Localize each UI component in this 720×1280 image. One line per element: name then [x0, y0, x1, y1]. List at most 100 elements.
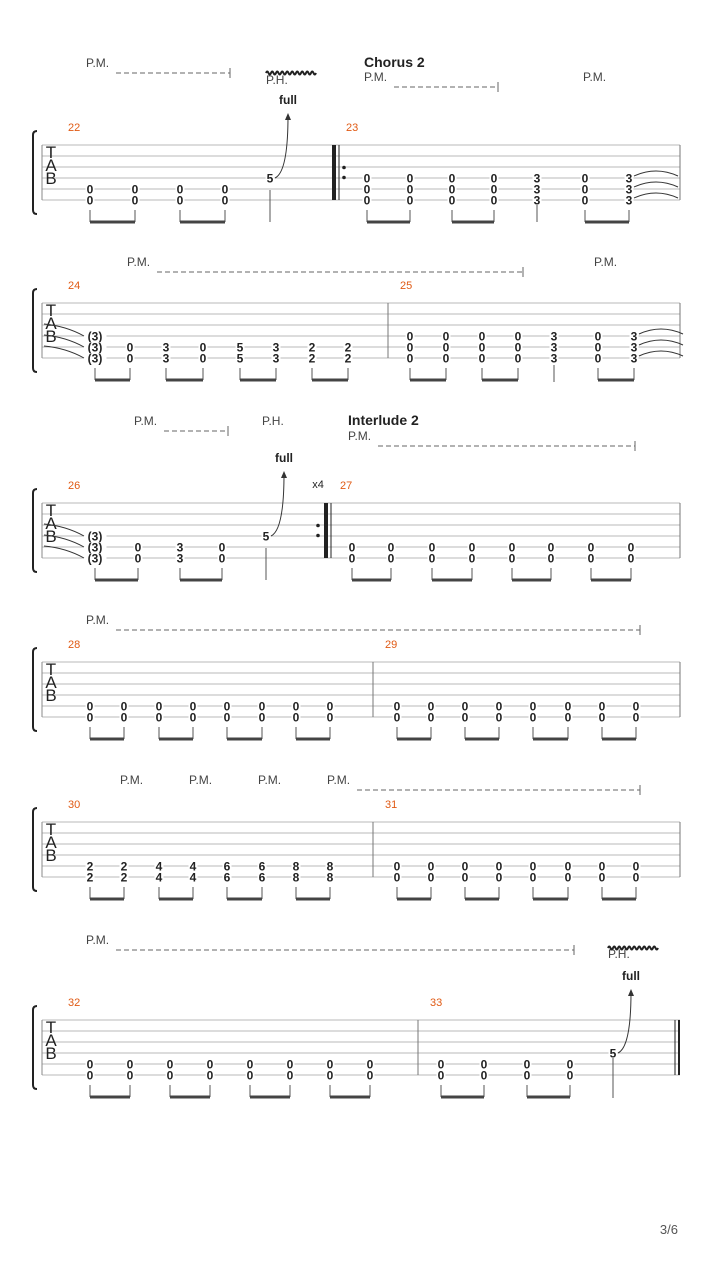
fret-number: 0: [496, 871, 503, 885]
vibrato-wave: [607, 945, 659, 951]
fret-bg: [205, 1059, 215, 1069]
fret-number: 0: [121, 711, 128, 725]
fret-number: 0: [87, 711, 94, 725]
fret-number: 5: [237, 341, 244, 355]
system-bracket: [32, 130, 38, 215]
fret-bg: [175, 195, 185, 205]
fret-number: 0: [588, 541, 595, 555]
fret-bg: [222, 872, 232, 882]
fret-bg: [285, 1070, 295, 1080]
fret-number: 0: [628, 541, 635, 555]
fret-bg: [593, 331, 603, 341]
fret-number: 0: [588, 552, 595, 566]
fret-number: 6: [259, 871, 266, 885]
measure-number: 27: [340, 480, 352, 492]
fret-bg: [392, 701, 402, 711]
measure-number: 31: [385, 799, 397, 811]
fret-number: 0: [167, 1069, 174, 1083]
fret-bg: [489, 184, 499, 194]
fret-number: 0: [407, 341, 414, 355]
fret-bg: [624, 195, 634, 205]
fret-bg: [257, 701, 267, 711]
fret-number: 0: [599, 711, 606, 725]
fret-number: 0: [496, 700, 503, 714]
fret-bg: [631, 712, 641, 722]
fret-bg: [528, 712, 538, 722]
fret-bg: [83, 542, 107, 552]
fret-bg: [257, 712, 267, 722]
fret-number: 0: [491, 172, 498, 186]
fret-bg: [291, 872, 301, 882]
tie-arc: [43, 523, 85, 537]
fret-number: 0: [582, 183, 589, 197]
fret-bg: [307, 342, 317, 352]
fret-bg: [175, 553, 185, 563]
fret-bg: [245, 1070, 255, 1080]
fret-number: 0: [479, 330, 486, 344]
fret-number: 0: [87, 1069, 94, 1083]
fret-bg: [426, 861, 436, 871]
fret-bg: [325, 1070, 335, 1080]
fret-bg: [165, 1059, 175, 1069]
tab-clef-letter: T: [46, 501, 56, 520]
fret-number: 0: [565, 700, 572, 714]
measure-number: 32: [68, 997, 80, 1009]
palm-mute-label: P.M.: [583, 70, 606, 84]
repeat-count: x4: [312, 479, 324, 491]
fret-number: 0: [565, 711, 572, 725]
fret-bg: [631, 861, 641, 871]
fret-number: 0: [327, 711, 334, 725]
fret-bg: [593, 353, 603, 363]
section-title: Chorus 2: [364, 54, 425, 70]
fret-number: 0: [135, 541, 142, 555]
fret-bg: [565, 1059, 575, 1069]
tab-clef-letter: A: [45, 314, 57, 333]
bend-label: full: [622, 969, 640, 983]
fret-number: 0: [407, 183, 414, 197]
fret-bg: [291, 861, 301, 871]
fret-bg: [291, 712, 301, 722]
fret-bg: [405, 331, 415, 341]
fret-bg: [528, 872, 538, 882]
fret-bg: [405, 184, 415, 194]
fret-number: 0: [443, 330, 450, 344]
fret-number: 3: [163, 341, 170, 355]
fret-bg: [85, 712, 95, 722]
fret-number: (3): [88, 552, 103, 566]
fret-bg: [83, 531, 107, 541]
fret-number: 2: [121, 860, 128, 874]
fret-number: 0: [548, 552, 555, 566]
fret-number: 0: [132, 194, 139, 208]
fret-bg: [392, 861, 402, 871]
page-number: 3/6: [659, 1222, 678, 1237]
fret-bg: [522, 1059, 532, 1069]
fret-bg: [119, 712, 129, 722]
fret-bg: [597, 701, 607, 711]
fret-number: 0: [443, 352, 450, 366]
fret-number: 0: [287, 1069, 294, 1083]
fret-bg: [549, 342, 559, 352]
fret-bg: [83, 331, 107, 341]
tie-arc: [43, 345, 85, 359]
fret-number: 8: [293, 860, 300, 874]
fret-bg: [513, 342, 523, 352]
fret-bg: [522, 1070, 532, 1080]
fret-bg: [130, 184, 140, 194]
fret-bg: [427, 553, 437, 563]
fret-bg: [85, 701, 95, 711]
palm-mute-label: P.M.: [364, 70, 387, 84]
fret-bg: [467, 542, 477, 552]
fret-number: 5: [237, 352, 244, 366]
fret-bg: [546, 553, 556, 563]
fret-number: 0: [462, 700, 469, 714]
fret-bg: [460, 712, 470, 722]
fret-bg: [175, 184, 185, 194]
tab-clef-letter: A: [45, 514, 57, 533]
fret-bg: [362, 184, 372, 194]
fret-bg: [343, 353, 353, 363]
fret-bg: [460, 872, 470, 882]
fret-number: 0: [479, 352, 486, 366]
fret-bg: [154, 712, 164, 722]
fret-number: 0: [367, 1058, 374, 1072]
palm-mute-label: P.M.: [86, 933, 109, 947]
